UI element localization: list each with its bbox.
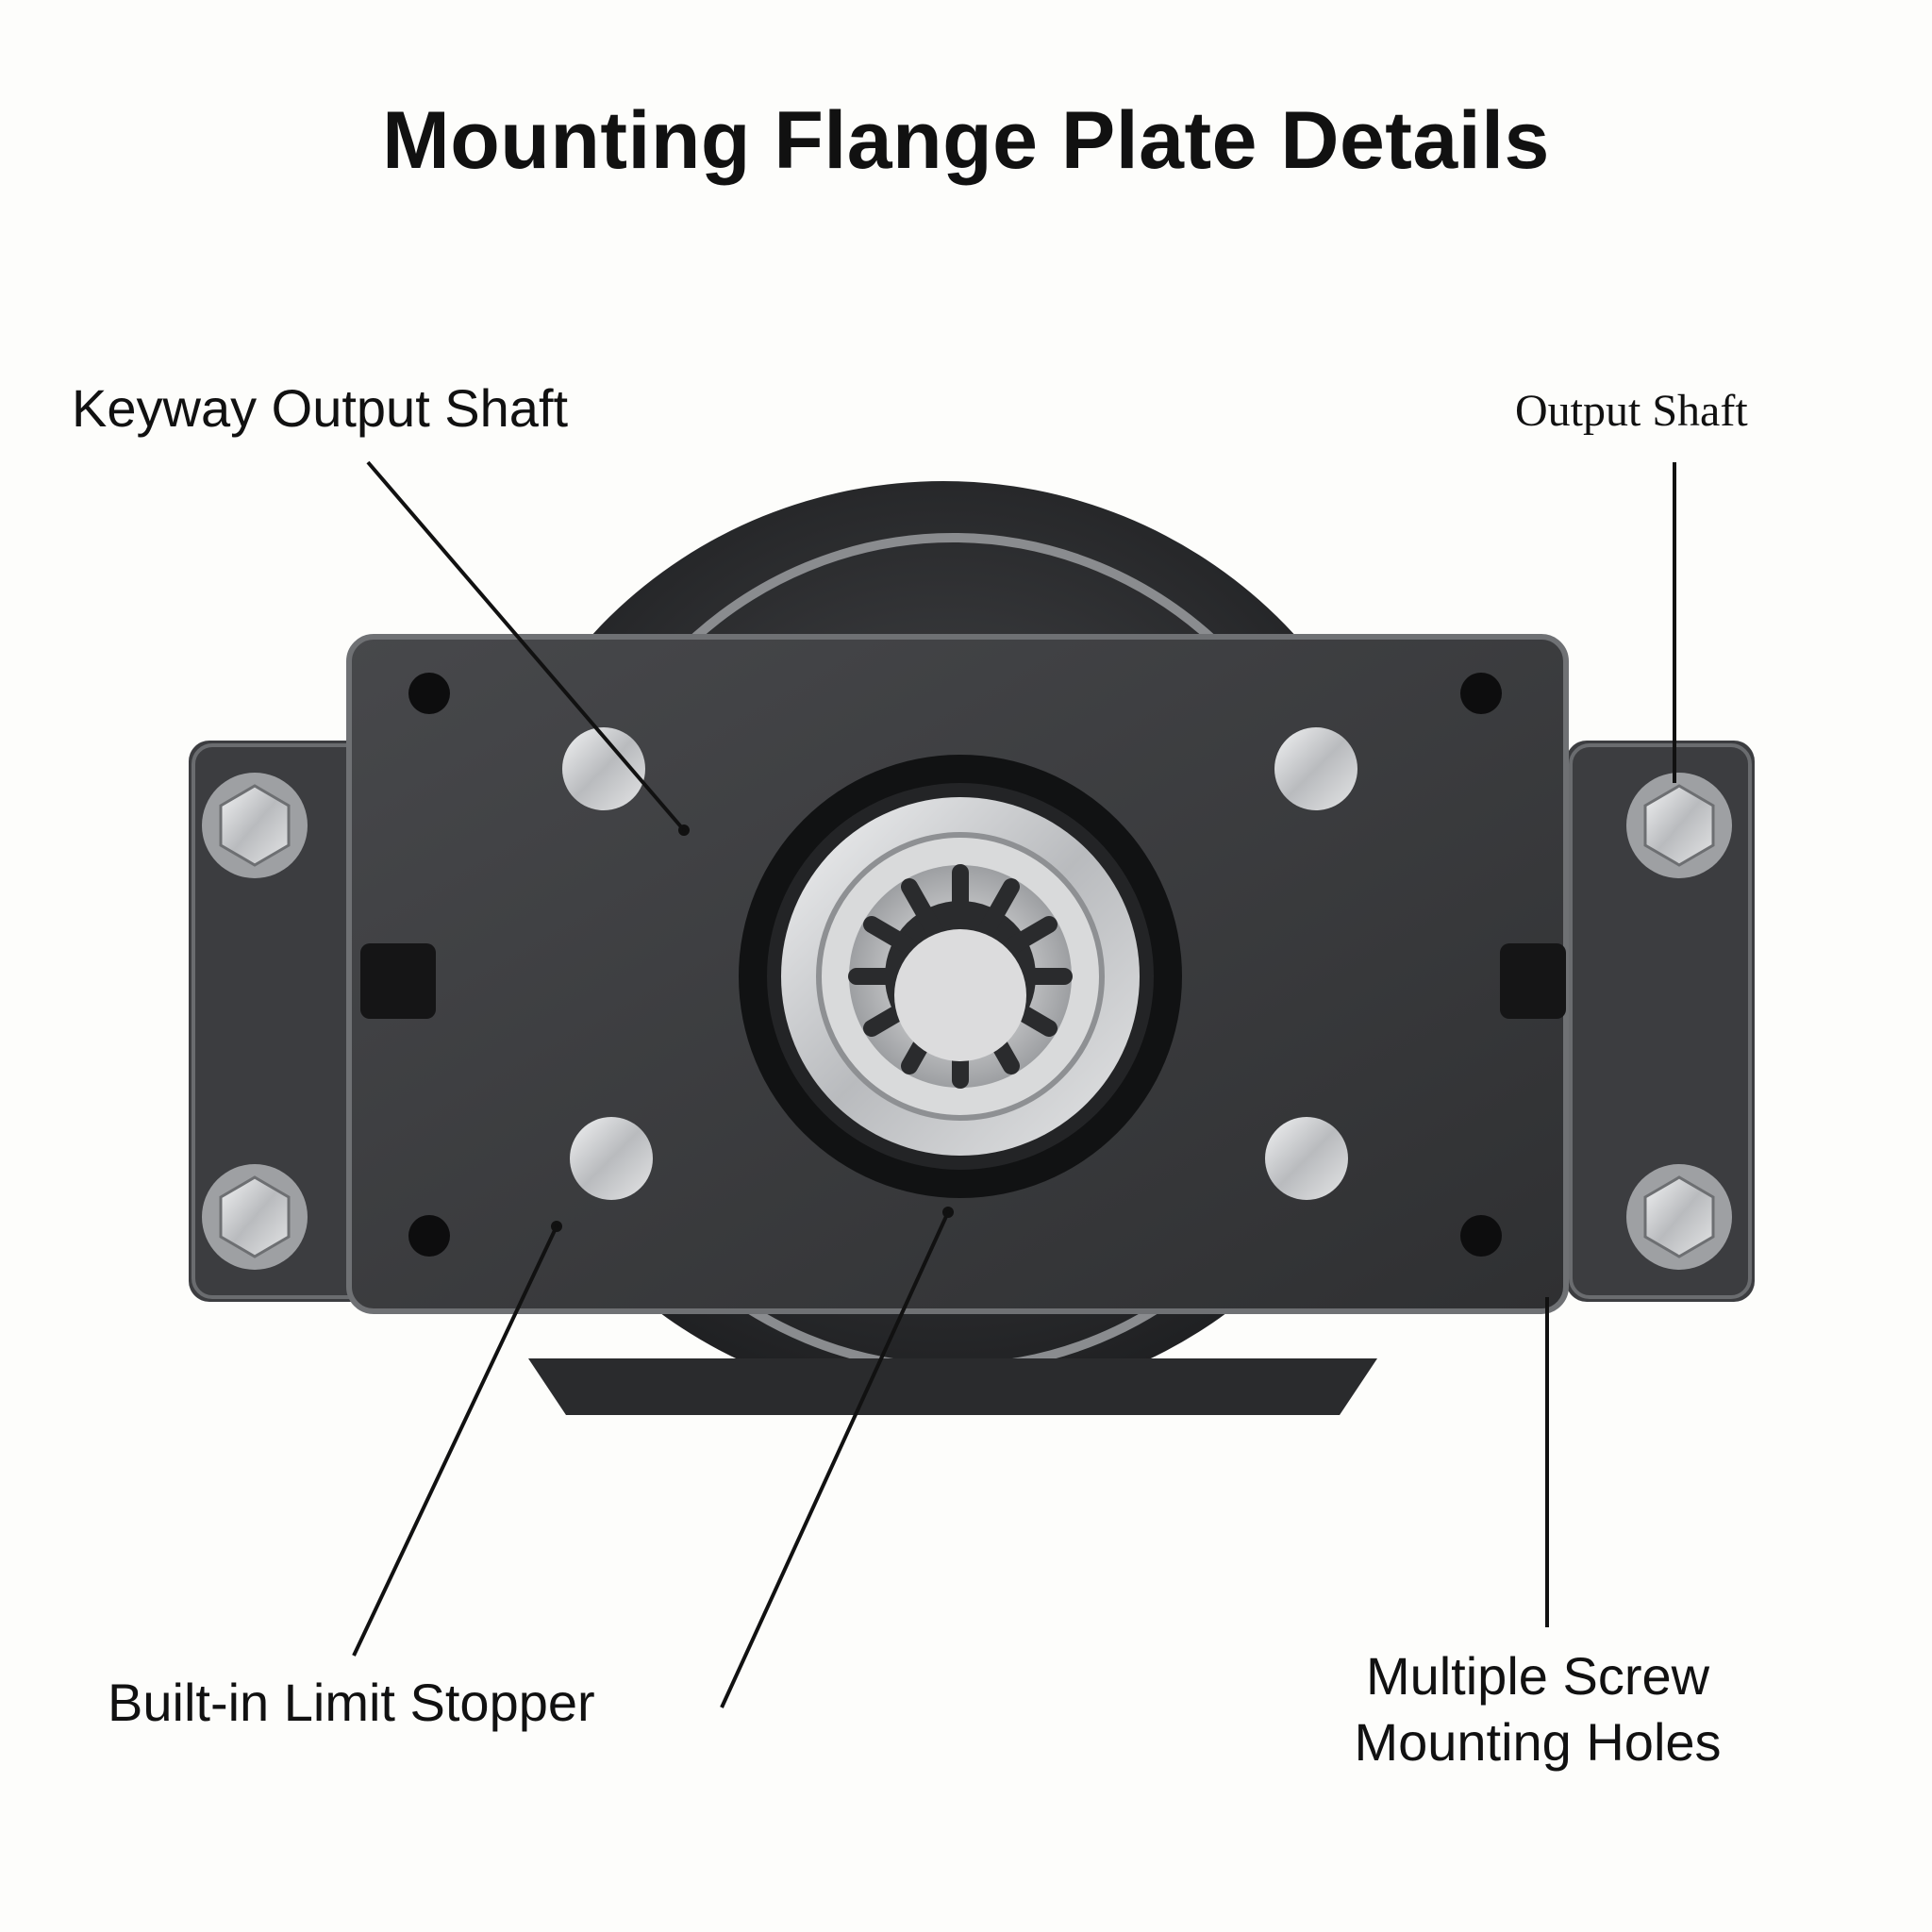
leader-keyway <box>366 460 686 832</box>
output-shaft-bearing <box>739 755 1182 1198</box>
screw-holes <box>408 673 1502 1257</box>
leader-limit-stopper-2 <box>720 1211 950 1708</box>
limit-stopper-studs <box>562 727 1357 1200</box>
diagram-title: Mounting Flange Plate Details <box>382 95 1550 186</box>
callout-output-shaft: Output Shaft <box>1515 386 1748 436</box>
callout-limit-stopper: Built-in Limit Stopper <box>108 1673 595 1732</box>
side-flange-right <box>1566 741 1755 1302</box>
callout-screw-holes: Multiple Screw Mounting Holes <box>1354 1646 1722 1772</box>
callout-keyway-output-shaft: Keyway Output Shaft <box>72 378 569 438</box>
hex-bolts <box>202 773 1732 1270</box>
leader-limit-stopper-1 <box>352 1225 558 1657</box>
leader-lines <box>352 460 1676 1708</box>
